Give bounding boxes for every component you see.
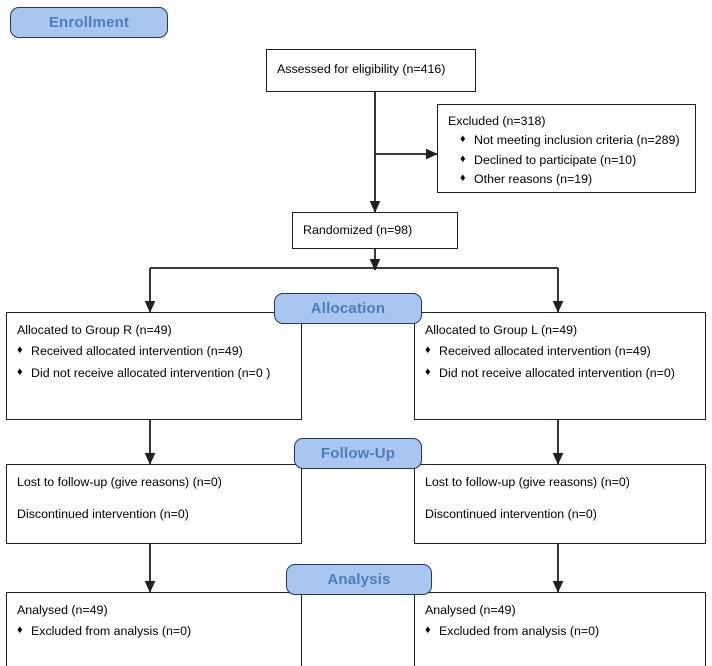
analysis-right-bullet-0-label: Excluded from analysis (n=0) bbox=[439, 624, 600, 639]
allocated-right-bullet-0: ♦ Received allocated intervention (n=49) bbox=[425, 344, 695, 359]
diamond-bullet-icon: ♦ bbox=[17, 624, 23, 637]
followup-right-line-0: Lost to follow-up (give reasons) (n=0) bbox=[425, 475, 630, 489]
diamond-bullet-icon: ♦ bbox=[425, 344, 431, 357]
analysis-left-bullet-0-label: Excluded from analysis (n=0) bbox=[31, 624, 192, 639]
excluded-bullet-2-label: Other reasons (n=19) bbox=[474, 172, 593, 187]
box-randomized: Randomized (n=98) bbox=[292, 212, 458, 249]
randomized-line-0: Randomized (n=98) bbox=[303, 223, 413, 237]
box-analysis-right: Analysed (n=49) ♦ Excluded from analysis… bbox=[414, 592, 706, 666]
followup-left-line-1: Discontinued intervention (n=0) bbox=[17, 507, 189, 522]
allocated-left-bullet-0: ♦ Received allocated intervention (n=49) bbox=[17, 344, 291, 359]
banner-analysis-label: Analysis bbox=[327, 571, 391, 588]
excluded-bullet-0-label: Not meeting inclusion criteria (n=289) bbox=[474, 133, 680, 148]
excluded-bullet-1: ♦ Declined to participate (n=10) bbox=[448, 152, 685, 167]
analysis-right-heading: Analysed (n=49) bbox=[425, 603, 516, 617]
analysis-left-bullet-0: ♦ Excluded from analysis (n=0) bbox=[17, 624, 291, 639]
allocated-right-bullet-1-label: Did not receive allocated intervention (… bbox=[439, 365, 675, 380]
excluded-bullet-0: ♦ Not meeting inclusion criteria (n=289) bbox=[448, 133, 685, 148]
banner-enrollment-label: Enrollment bbox=[48, 14, 130, 31]
excluded-heading: Excluded (n=318) bbox=[448, 114, 546, 128]
box-excluded: Excluded (n=318) ♦ Not meeting inclusion… bbox=[437, 104, 696, 193]
allocated-right-heading: Allocated to Group L (n=49) bbox=[425, 323, 578, 337]
box-followup-left: Lost to follow-up (give reasons) (n=0) D… bbox=[6, 464, 302, 544]
banner-enrollment: Enrollment bbox=[10, 7, 168, 38]
box-followup-right: Lost to follow-up (give reasons) (n=0) D… bbox=[414, 464, 706, 544]
allocated-right-bullet-0-label: Received allocated intervention (n=49) bbox=[439, 344, 651, 359]
banner-allocation: Allocation bbox=[274, 293, 422, 324]
allocated-left-bullet-1-label: Did not receive allocated intervention (… bbox=[31, 365, 271, 380]
diamond-bullet-icon: ♦ bbox=[17, 365, 23, 378]
banner-allocation-label: Allocation bbox=[310, 300, 386, 317]
banner-followup-label: Follow-Up bbox=[320, 445, 396, 462]
allocated-left-bullet-1: ♦ Did not receive allocated intervention… bbox=[17, 365, 291, 380]
allocated-left-bullet-0-label: Received allocated intervention (n=49) bbox=[31, 344, 243, 359]
banner-analysis: Analysis bbox=[286, 564, 432, 595]
banner-followup: Follow-Up bbox=[294, 438, 422, 469]
excluded-bullet-1-label: Declined to participate (n=10) bbox=[474, 152, 637, 167]
box-allocated-right: Allocated to Group L (n=49) ♦ Received a… bbox=[414, 312, 706, 420]
allocated-right-bullet-1: ♦ Did not receive allocated intervention… bbox=[425, 365, 695, 380]
diamond-bullet-icon: ♦ bbox=[17, 344, 23, 357]
diamond-bullet-icon: ♦ bbox=[425, 365, 431, 378]
diamond-bullet-icon: ♦ bbox=[460, 152, 466, 165]
analysis-right-bullet-0: ♦ Excluded from analysis (n=0) bbox=[425, 624, 695, 639]
followup-right-line-1: Discontinued intervention (n=0) bbox=[425, 507, 597, 522]
analysis-left-heading: Analysed (n=49) bbox=[17, 603, 108, 617]
allocated-left-heading: Allocated to Group R (n=49) bbox=[17, 323, 172, 337]
box-assessed-for-eligibility: Assessed for eligibility (n=416) bbox=[266, 49, 476, 92]
assessed-line-0: Assessed for eligibility (n=416) bbox=[277, 62, 446, 76]
box-allocated-left: Allocated to Group R (n=49) ♦ Received a… bbox=[6, 312, 302, 420]
excluded-bullet-2: ♦ Other reasons (n=19) bbox=[448, 172, 685, 187]
diamond-bullet-icon: ♦ bbox=[460, 133, 466, 146]
followup-left-line-0: Lost to follow-up (give reasons) (n=0) bbox=[17, 475, 222, 489]
diamond-bullet-icon: ♦ bbox=[460, 172, 466, 185]
box-analysis-left: Analysed (n=49) ♦ Excluded from analysis… bbox=[6, 592, 302, 666]
diamond-bullet-icon: ♦ bbox=[425, 624, 431, 637]
